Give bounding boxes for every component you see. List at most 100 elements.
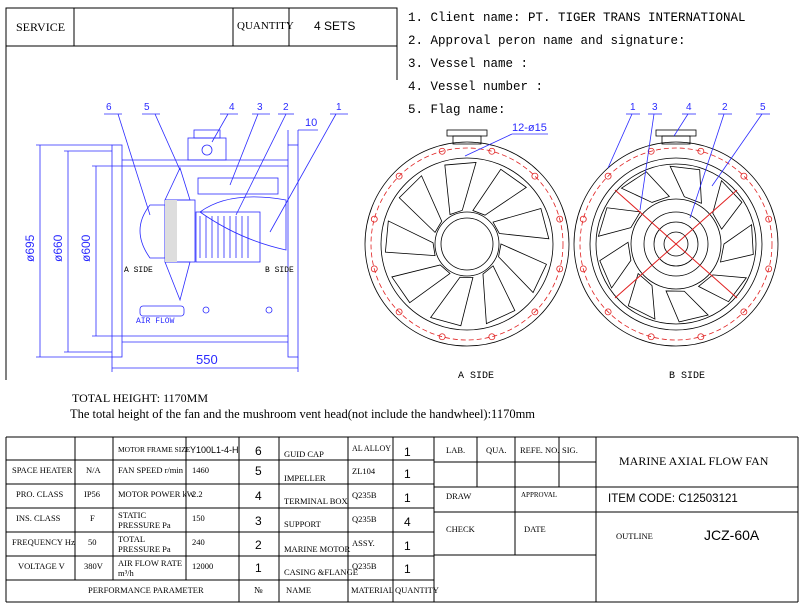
param-name-5: VOLTAGE V xyxy=(18,561,65,571)
bolt-hole xyxy=(395,172,403,180)
fan-blade xyxy=(429,276,474,327)
param-value-2: 2.2 xyxy=(192,489,203,499)
bolt-hole xyxy=(604,172,612,180)
date-label: DATE xyxy=(524,524,546,534)
part-name-2: MARINE MOTOR xyxy=(284,544,351,554)
param-value-1: 1460 xyxy=(192,465,209,475)
fan-blade xyxy=(391,264,451,304)
part-no-2: 2 xyxy=(255,538,262,552)
dim-10: 10 xyxy=(305,117,318,129)
bolt-hole xyxy=(579,265,587,273)
bolt-hole xyxy=(579,215,587,223)
param-value-4: 240 xyxy=(192,537,205,547)
model-number: JCZ-60A xyxy=(704,527,760,543)
item-code: ITEM CODE: C12503121 xyxy=(608,493,738,505)
part-qty-4: 1 xyxy=(404,491,411,505)
part-no-3: 3 xyxy=(255,514,262,528)
callout-1: 1 xyxy=(336,102,342,113)
bolt-hole xyxy=(697,333,705,341)
bolt-hole xyxy=(697,147,705,155)
bolt-hole xyxy=(395,308,403,316)
part-material-4: Q235B xyxy=(352,490,377,500)
part-material-1: Q235B xyxy=(352,561,377,571)
param-val-2: IP56 xyxy=(84,489,101,499)
lab-label: LAB. xyxy=(446,445,466,455)
qua-label: QUA. xyxy=(486,445,507,455)
part-material-2: ASSY. xyxy=(352,538,375,548)
fan-blade xyxy=(398,175,443,234)
bolt-hole xyxy=(438,333,446,341)
fan-blade xyxy=(599,241,632,289)
b-callout-1: 1 xyxy=(630,102,636,113)
a-side-small: A SIDE xyxy=(124,266,153,275)
part-qty-3: 4 xyxy=(404,515,411,529)
bolt-hole xyxy=(647,147,655,155)
quantity-value: 4 SETS xyxy=(314,19,356,33)
bolt-hole xyxy=(556,265,564,273)
bolt-hole xyxy=(370,215,378,223)
callout-4: 4 xyxy=(229,102,235,113)
client-info-3: 3. Vessel name : xyxy=(408,57,529,71)
fan-blade xyxy=(597,207,641,237)
part-name-1: CASING &FLANGE xyxy=(284,567,358,577)
drawing-title: MARINE AXIAL FLOW FAN xyxy=(619,454,769,468)
fan-blade xyxy=(384,220,436,257)
client-info-4: 4. Vessel number : xyxy=(408,80,544,94)
b-callout-5: 5 xyxy=(760,102,766,113)
a-side-label: A SIDE xyxy=(458,371,495,382)
part-no-1: 1 xyxy=(255,561,262,575)
part-no-4: 4 xyxy=(255,489,262,503)
param-val-3: F xyxy=(90,513,95,523)
fan-blade xyxy=(697,274,748,303)
b-callout-2: 2 xyxy=(722,102,728,113)
callout-6: 6 xyxy=(106,102,112,113)
bolt-hole xyxy=(370,265,378,273)
bolt-hole xyxy=(740,308,748,316)
material-header: MATERIAL xyxy=(351,585,394,595)
bolt-hole xyxy=(765,265,773,273)
quantity-header: QUANTITY xyxy=(395,585,439,595)
no-header: № xyxy=(254,585,263,595)
total-height-note: TOTAL HEIGHT: 1170MM xyxy=(72,391,208,405)
fan-blade xyxy=(444,162,477,216)
bolt-hole xyxy=(740,172,748,180)
motor-frame-label: MOTOR FRAME SIZE xyxy=(118,445,191,454)
part-material-5: ZL104 xyxy=(352,466,376,476)
approval-label: APPROVAL xyxy=(521,491,558,499)
bolt-hole xyxy=(531,172,539,180)
param-label-1: FAN SPEED r/min xyxy=(118,465,184,475)
part-name-5: IMPELLER xyxy=(284,473,326,483)
param-value-3: 150 xyxy=(192,513,205,523)
b-callout-4: 4 xyxy=(686,102,692,113)
fan-blade xyxy=(712,179,743,230)
fan-blade xyxy=(627,272,656,320)
bolt-hole xyxy=(647,333,655,341)
outline-label: OUTLINE xyxy=(616,531,653,541)
callout-3: 3 xyxy=(257,102,263,113)
param-val-4: 50 xyxy=(88,537,97,547)
param-name-4: FREQUENCY Hz xyxy=(12,537,75,547)
param-value-5: 12000 xyxy=(192,561,214,571)
part-material-6: AL ALLOY xyxy=(352,444,392,453)
param-val-1: N/A xyxy=(86,465,101,475)
air-flow-label: AIR FLOW xyxy=(136,317,175,326)
callout-2: 2 xyxy=(283,102,289,113)
service-label: SERVICE xyxy=(16,20,66,34)
b-callout-3: 3 xyxy=(652,102,658,113)
bolt-hole xyxy=(438,147,446,155)
part-qty-1: 1 xyxy=(404,562,411,576)
check-label: CHECK xyxy=(446,524,475,534)
bolt-hole xyxy=(488,147,496,155)
part-qty-6: 1 xyxy=(404,445,411,459)
fan-blade xyxy=(482,265,516,325)
fan-blade xyxy=(665,290,709,323)
part-no-6: 6 xyxy=(255,444,262,458)
draw-label: DRAW xyxy=(446,491,472,501)
part-name-3: SUPPORT xyxy=(284,519,321,529)
param-name-3: INS. CLASS xyxy=(16,513,61,523)
bolt-hole xyxy=(765,215,773,223)
dim-550: 550 xyxy=(196,352,218,367)
callout-5: 5 xyxy=(144,102,150,113)
part-qty-2: 1 xyxy=(404,539,411,553)
